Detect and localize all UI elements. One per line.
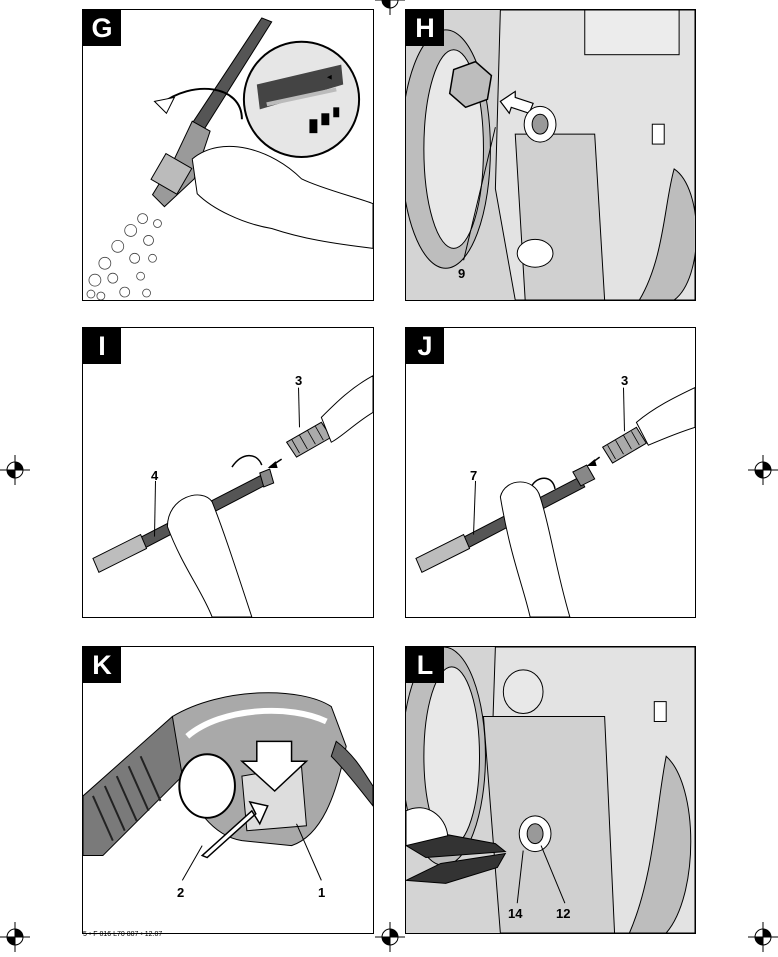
svg-text:◄: ◄ [325, 73, 333, 82]
panel-l-illustration [406, 647, 695, 933]
callout-label: 2 [177, 885, 185, 900]
callout-label: 14 [508, 906, 523, 921]
callout-label: 9 [458, 266, 466, 281]
footer-code: 5 • F 016 L70 807 • 12.07 [83, 931, 163, 938]
panel-letter: K [83, 647, 121, 683]
panel-letter: L [406, 647, 444, 683]
callout-label: 3 [621, 373, 629, 388]
panel-letter: H [406, 10, 444, 46]
registration-mark-icon [0, 455, 30, 485]
callout-label: 12 [556, 906, 571, 921]
panel-h-illustration [406, 10, 695, 300]
panel-j: J 3 7 [405, 327, 696, 618]
panel-g: ◄ G [82, 9, 374, 301]
callout-label: 3 [295, 373, 303, 388]
panel-letter: J [406, 328, 444, 364]
panel-g-illustration: ◄ [86, 17, 373, 300]
registration-mark-icon [748, 455, 778, 485]
registration-mark-icon [0, 922, 30, 952]
panel-h: H 9 [405, 9, 696, 301]
panel-letter: I [83, 328, 121, 364]
panel-k-illustration [83, 692, 373, 881]
panel-j-illustration [415, 387, 695, 617]
panel-i: I 3 4 [82, 327, 374, 618]
callout-label: 1 [318, 885, 326, 900]
registration-mark-icon [375, 922, 405, 952]
panel-l: L 14 12 [405, 646, 696, 934]
registration-mark-icon [375, 0, 405, 15]
registration-mark-icon [748, 922, 778, 952]
panel-k: K 2 1 [82, 646, 374, 934]
panel-letter: G [83, 10, 121, 46]
callout-label: 7 [470, 468, 478, 483]
panel-i-illustration [92, 375, 373, 617]
callout-label: 4 [151, 468, 159, 483]
